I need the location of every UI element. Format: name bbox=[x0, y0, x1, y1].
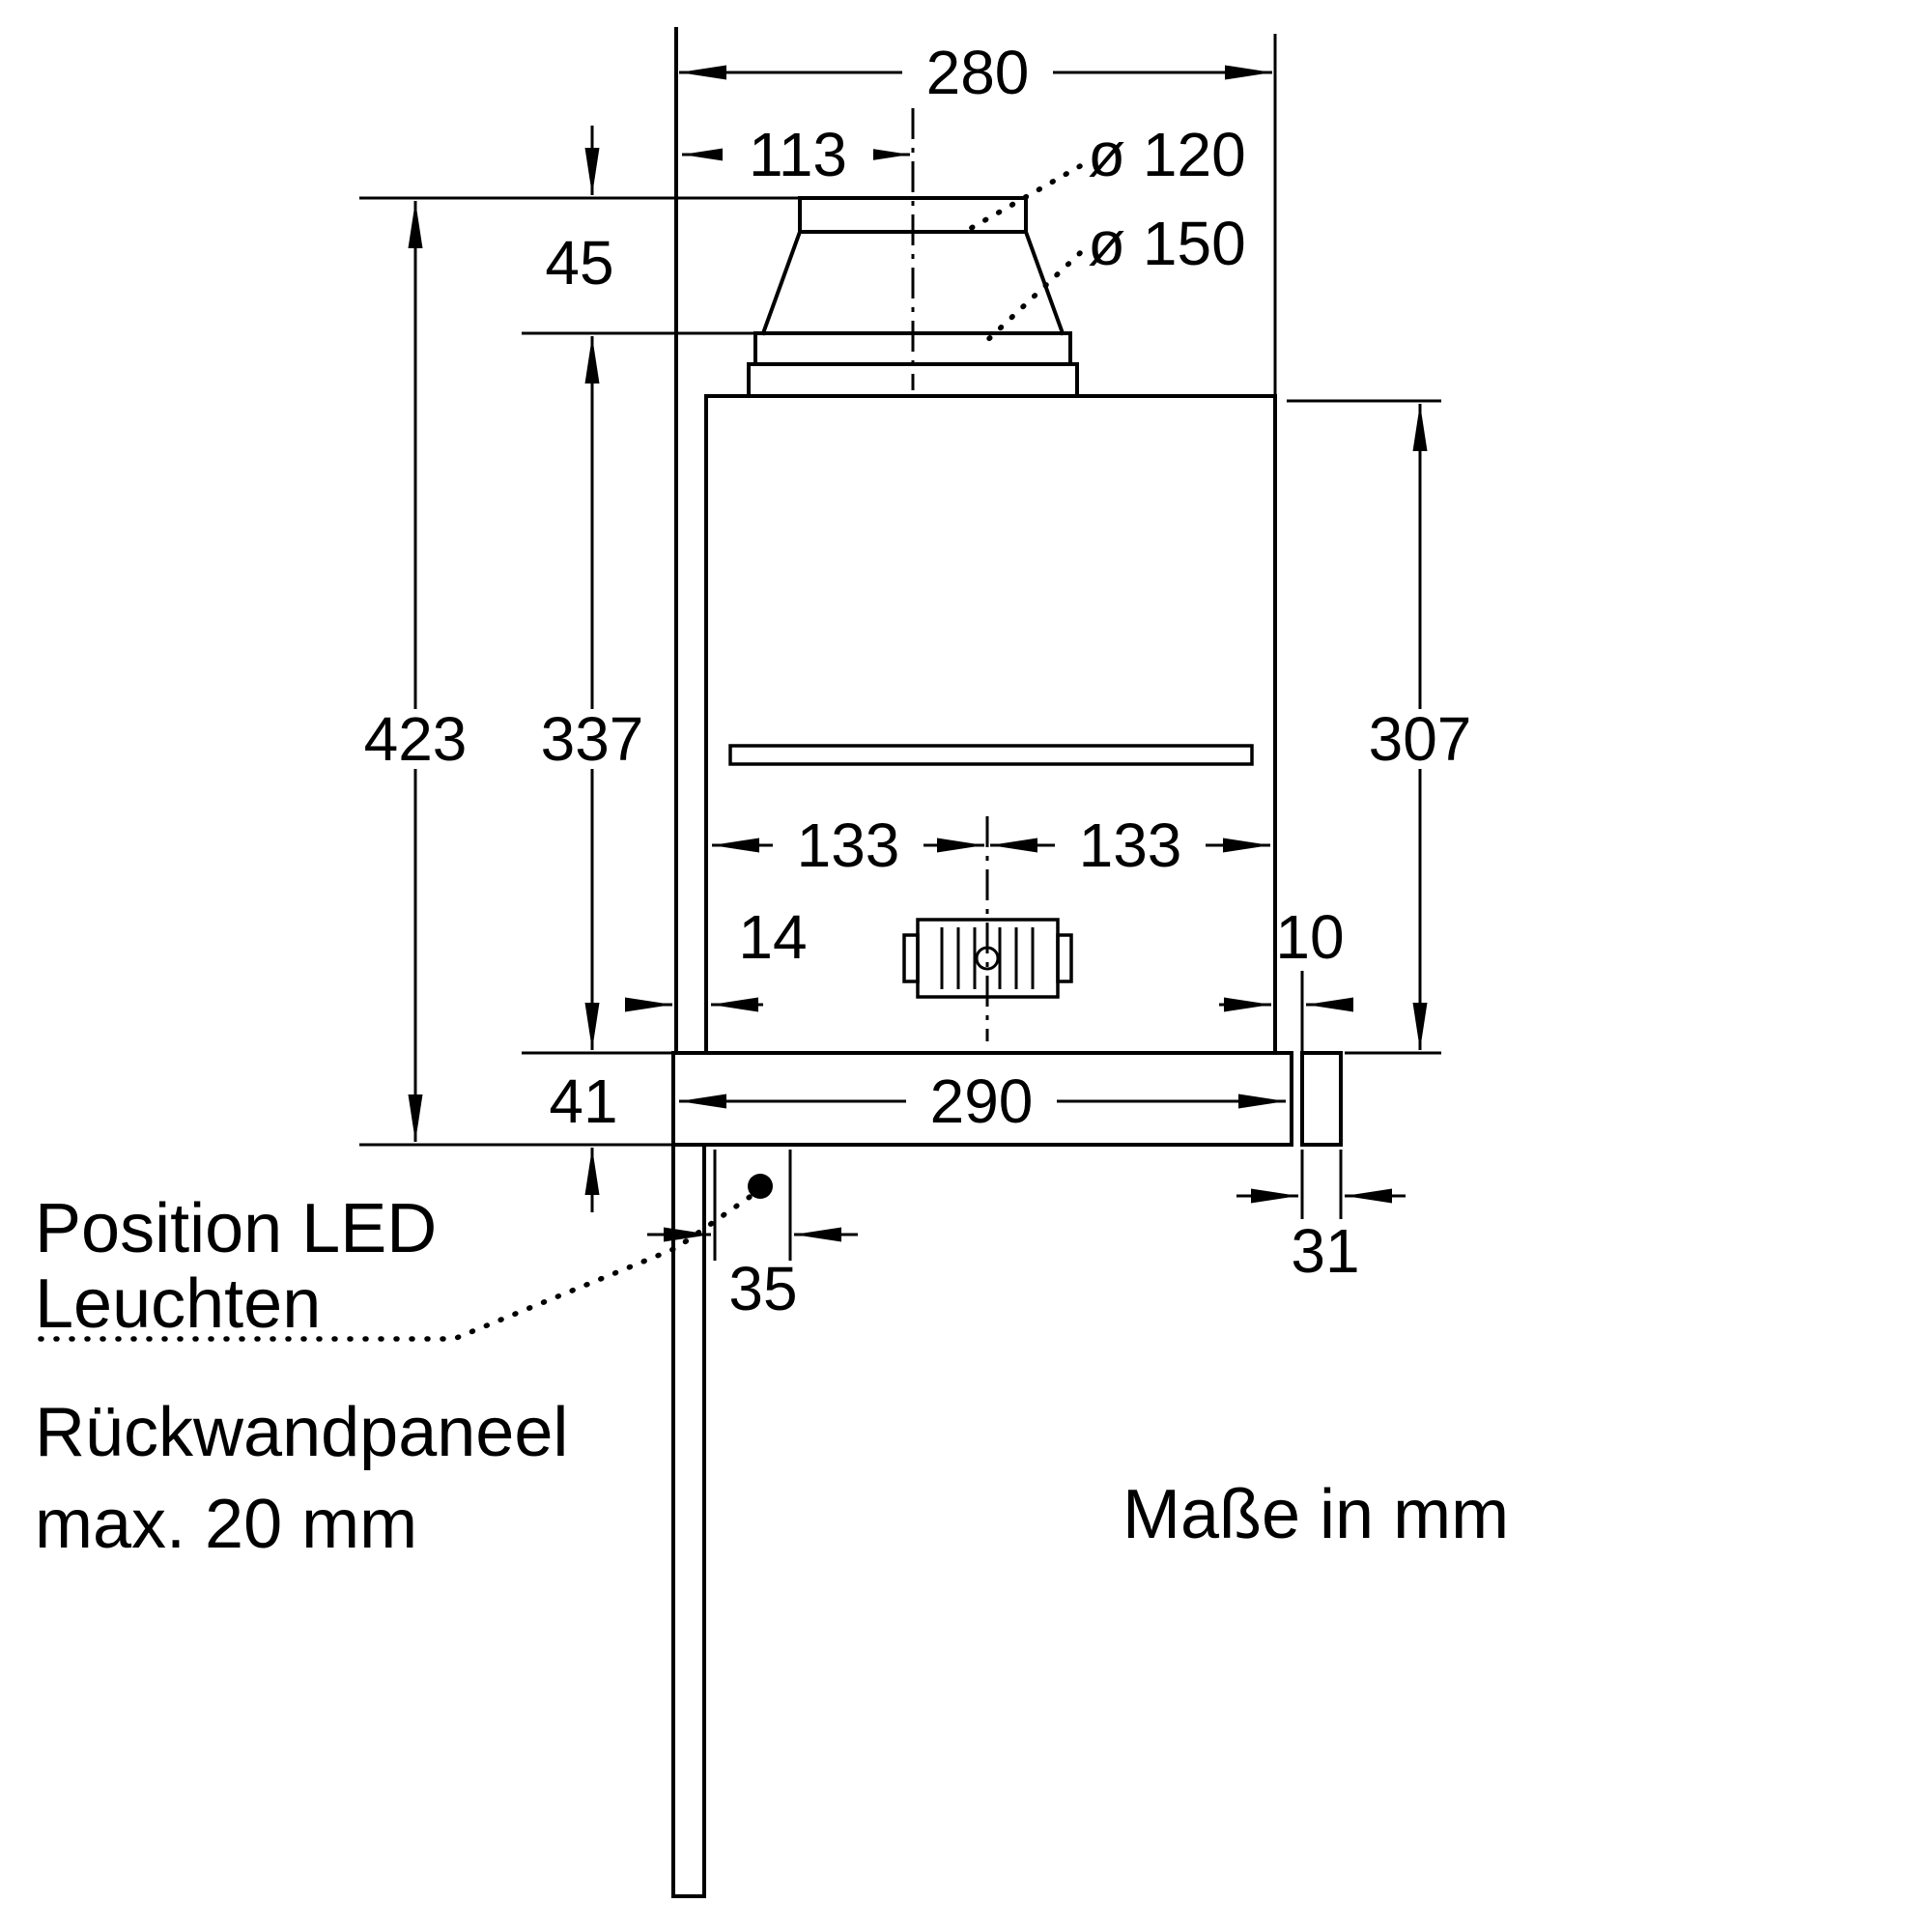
panel-end-cap bbox=[1300, 1051, 1343, 1147]
dim-113: 113 bbox=[749, 120, 847, 189]
dim-31: 31 bbox=[1291, 1216, 1359, 1286]
units-note: Maße in mm bbox=[1122, 1476, 1509, 1553]
diameter-callouts: ø 120 ø 150 bbox=[965, 120, 1246, 349]
leader-dia-120 bbox=[965, 163, 1083, 233]
visor-panel bbox=[671, 1051, 1293, 1147]
bottom-panel bbox=[671, 1051, 1343, 1147]
led-annotation: Position LED Leuchten bbox=[35, 1174, 773, 1343]
led-label-line1: Position LED bbox=[35, 1190, 437, 1267]
led-label-line2: Leuchten bbox=[35, 1265, 321, 1343]
dim-dia-120: ø 120 bbox=[1088, 120, 1246, 189]
dim-text-bg bbox=[906, 1071, 1057, 1131]
dim-307: 307 bbox=[1369, 704, 1472, 774]
dim-45: 45 bbox=[545, 228, 613, 298]
dimension-endcap-width: 31 bbox=[1236, 1188, 1406, 1286]
dimension-body-height: 337 bbox=[517, 336, 668, 1050]
dimension-panel-width: 290 bbox=[679, 1066, 1286, 1136]
rear-panel-note: Rückwandpaneel max. 20 mm bbox=[35, 1394, 568, 1563]
dim-text-bg bbox=[1345, 709, 1495, 769]
dimension-overall-width: 280 bbox=[679, 38, 1272, 107]
dimension-overall-height: 423 bbox=[340, 201, 491, 1142]
dim-41: 41 bbox=[549, 1066, 617, 1136]
extension-lines bbox=[359, 34, 1441, 1261]
dimension-panel-height: 41 bbox=[549, 1066, 618, 1212]
collar-slope-right bbox=[1023, 229, 1065, 336]
terminal-tab-right bbox=[1056, 933, 1073, 983]
dim-text-bg bbox=[773, 815, 923, 875]
terminal-tab-left bbox=[902, 933, 920, 983]
units-label: Maße in mm bbox=[1122, 1476, 1509, 1553]
rear-wall-panel bbox=[671, 1143, 706, 1898]
dim-text-bg bbox=[902, 43, 1053, 102]
dimension-front-gap: 10 bbox=[1219, 902, 1353, 1012]
dim-133-right: 133 bbox=[1079, 810, 1182, 880]
dim-290: 290 bbox=[930, 1066, 1034, 1136]
handle-slot bbox=[728, 744, 1254, 766]
rear-panel-outline bbox=[671, 1143, 706, 1898]
dim-text-bg bbox=[340, 709, 491, 769]
dim-text-bg bbox=[1055, 815, 1206, 875]
center-lines bbox=[911, 108, 989, 1041]
dim-280: 280 bbox=[926, 38, 1030, 107]
dimension-half-right: 133 bbox=[990, 810, 1270, 880]
dim-10: 10 bbox=[1275, 902, 1344, 972]
dimension-half-left: 133 bbox=[712, 810, 984, 880]
dimension-rear-gap: 14 bbox=[625, 902, 808, 1012]
dim-337: 337 bbox=[541, 704, 644, 774]
dim-text-bg bbox=[723, 125, 873, 185]
dimension-led-offset: 35 bbox=[647, 1227, 858, 1323]
collar-slope-left bbox=[760, 229, 803, 336]
rear-panel-label-line1: Rückwandpaneel bbox=[35, 1394, 568, 1471]
terminal-block bbox=[902, 918, 1073, 999]
dimension-duct-offset: 113 bbox=[682, 120, 910, 189]
led-position-dot bbox=[748, 1174, 773, 1199]
dim-35: 35 bbox=[728, 1254, 797, 1323]
dim-14: 14 bbox=[738, 902, 807, 972]
dim-dia-150: ø 150 bbox=[1088, 209, 1246, 278]
dim-text-bg bbox=[517, 709, 668, 769]
rear-panel-label-line2: max. 20 mm bbox=[35, 1486, 417, 1563]
dim-423: 423 bbox=[364, 704, 468, 774]
dimension-right-height: 307 bbox=[1345, 404, 1495, 1050]
dimension-collar-height: 45 bbox=[545, 126, 614, 298]
dim-133-left: 133 bbox=[797, 810, 900, 880]
